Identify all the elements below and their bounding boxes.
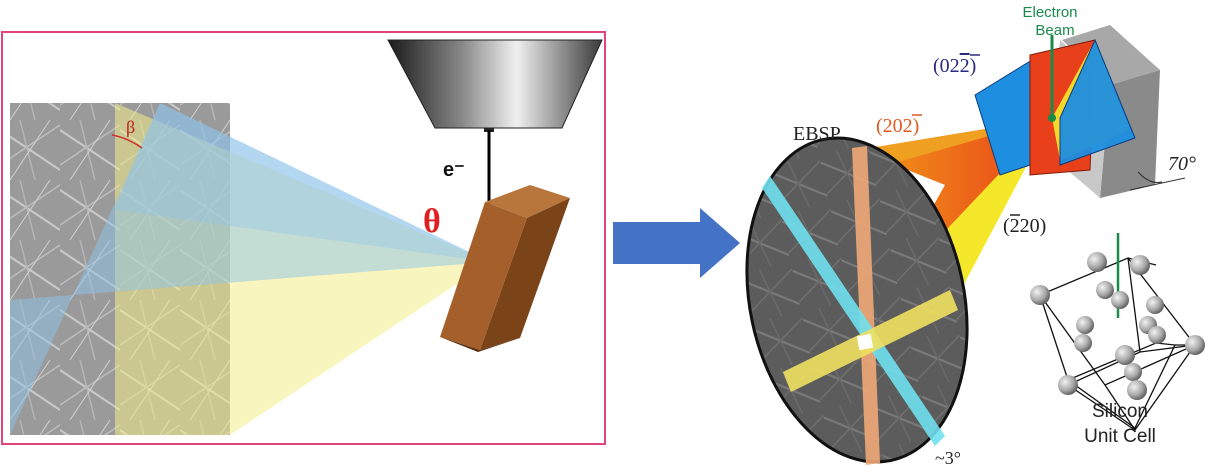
small-angle-label: ~3° bbox=[935, 448, 961, 468]
electron-beam-label-2: Beam bbox=[1035, 22, 1074, 39]
ebsp-screen bbox=[745, 136, 969, 465]
tilt-ref-line bbox=[1129, 177, 1186, 191]
beta-arc bbox=[111, 134, 143, 149]
electron-label: e⁻ bbox=[443, 159, 465, 181]
plane-02-label: (022) bbox=[933, 55, 976, 77]
plane-20-label: (202) bbox=[876, 115, 919, 137]
silicon-atoms bbox=[1030, 252, 1205, 400]
beam-spot bbox=[1048, 114, 1056, 122]
right-arrow-icon bbox=[613, 208, 740, 278]
left-panel: β e⁻ θ bbox=[1, 31, 606, 445]
theta-label: θ bbox=[423, 203, 441, 240]
right-panel: Electron Beam 70° (022) (202) (220) EBSP… bbox=[745, 4, 1205, 468]
ebsp-label: EBSP bbox=[793, 123, 841, 145]
electron-gun-icon bbox=[387, 39, 603, 129]
tilt-arc bbox=[1137, 171, 1163, 184]
unit-cell-label-2: Unit Cell bbox=[1084, 426, 1156, 447]
blue-cone-upper bbox=[115, 103, 490, 262]
beta-label: β bbox=[126, 117, 135, 137]
kikuchi-band-orange bbox=[852, 146, 880, 465]
sample-block-icon bbox=[440, 185, 570, 352]
electron-beam-label-1: Electron bbox=[1022, 4, 1077, 21]
kikuchi-band-cyan bbox=[762, 176, 945, 446]
tilt-angle-label: 70° bbox=[1168, 153, 1196, 175]
unit-cell-label-1: Silicon bbox=[1092, 401, 1148, 422]
blue-cone bbox=[10, 103, 490, 435]
plane-220-label: (220) bbox=[1003, 215, 1046, 237]
plane-blue-right bbox=[1059, 38, 1136, 166]
